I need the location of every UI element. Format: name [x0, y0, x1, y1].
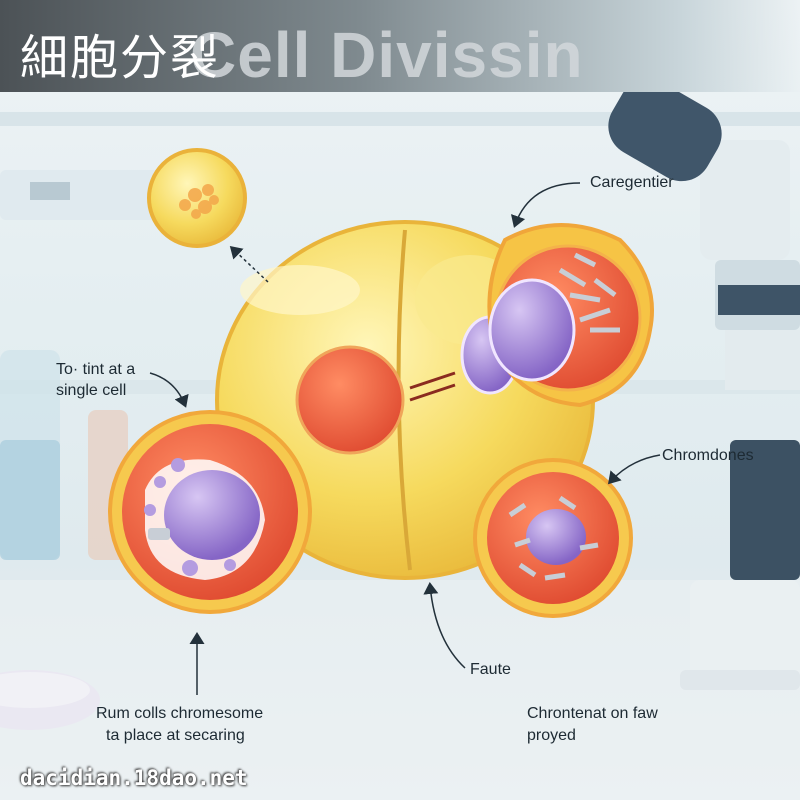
small-cell-top-left [149, 150, 245, 246]
cell-bottom-right [475, 460, 631, 616]
cell-bottom-left [110, 412, 310, 612]
label-left-line2: single cell [56, 381, 126, 401]
label-bottom-right-line1: Chrontenat on faw [527, 704, 658, 724]
label-bottom-right-line2: proyed [527, 726, 576, 746]
label-left-line1: To· tint at a [56, 360, 135, 380]
label-bottom-left-line1: Rum colls chromesome [96, 704, 263, 724]
watermark: dacidian.18dao.net [20, 766, 248, 790]
daughter-cell-top-right [489, 225, 652, 405]
label-right-mid: Chromdones [662, 446, 754, 466]
label-top-right: Caregentier [590, 173, 674, 193]
label-bottom-mid: Faute [470, 660, 511, 680]
label-bottom-left-line2: ta place at secaring [106, 726, 245, 746]
